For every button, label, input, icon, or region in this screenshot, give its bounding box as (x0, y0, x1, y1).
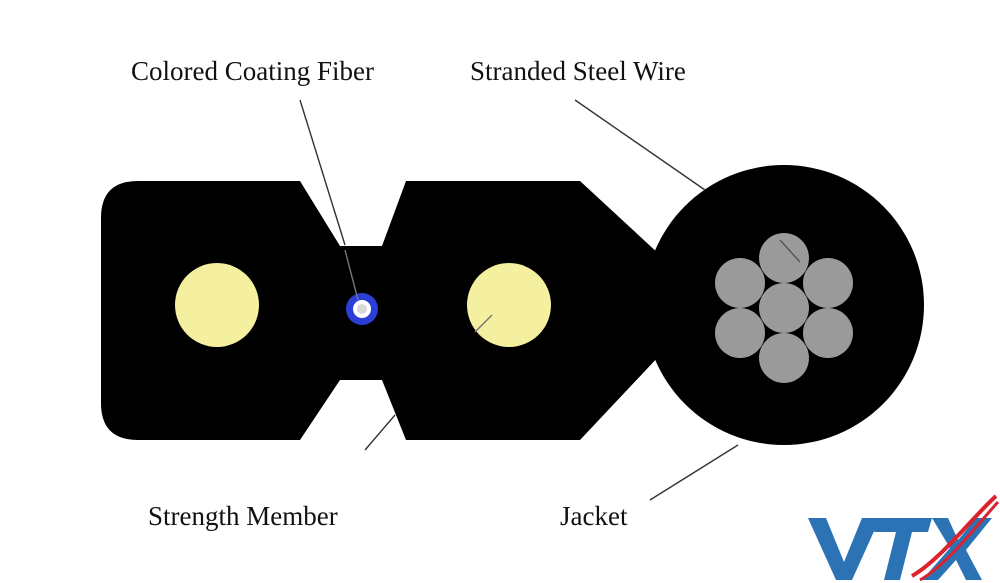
steel-strand (715, 258, 765, 308)
steel-strand (715, 308, 765, 358)
leader-line-jacket (649, 444, 739, 501)
steel-strand (759, 333, 809, 383)
steel-wire-bundle (715, 233, 853, 383)
cable-jacket-body (101, 181, 660, 440)
leader-line-strength (364, 414, 396, 451)
logo-swoosh (911, 494, 998, 578)
logo-letter-t (874, 518, 932, 580)
leader-line-wire (574, 99, 706, 191)
label-strength-member: Strength Member (148, 501, 338, 531)
steel-strand (759, 233, 809, 283)
leader-line-fiber-inner (344, 249, 359, 301)
leader-line-wire-inner (779, 239, 801, 263)
steel-strand (803, 308, 853, 358)
label-stranded-steel-wire: Stranded Steel Wire (470, 56, 686, 86)
steel-strand (803, 258, 853, 308)
label-jacket: Jacket (560, 501, 628, 531)
strength-member-right (467, 263, 551, 347)
strength-member-left (175, 263, 259, 347)
leader-line-fiber (299, 99, 346, 246)
steel-strand (759, 283, 809, 333)
leader-line-strength-inner (474, 314, 493, 333)
vtx-logo (808, 494, 1000, 582)
logo-swoosh-2 (919, 500, 1000, 582)
logo-letter-v (808, 518, 880, 580)
fiber-core (357, 304, 367, 314)
label-colored-coating-fiber: Colored Coating Fiber (131, 56, 374, 86)
